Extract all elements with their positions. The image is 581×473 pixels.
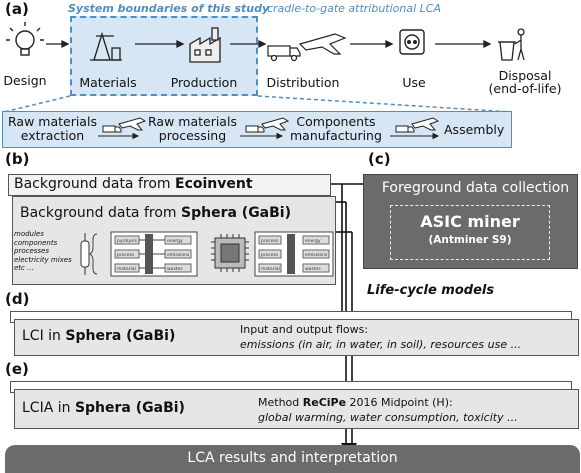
svg-text:process: process <box>261 238 279 244</box>
stage-use: Use <box>402 75 426 90</box>
svg-text:process: process <box>261 252 279 258</box>
ecoinvent-box <box>8 174 331 196</box>
asic-miner-model: (Antminer S9) <box>428 234 512 246</box>
oil-pump-icon <box>90 31 122 61</box>
panel-label-b: (b) <box>5 150 30 168</box>
system-boundary-box <box>70 16 258 96</box>
foreground-box <box>363 174 578 269</box>
svg-text:pyrolysis: pyrolysis <box>117 238 138 244</box>
svg-text:material: material <box>261 266 280 272</box>
lca-type-label: cradle-to-gate attributional LCA <box>267 2 441 15</box>
trash-bin-icon <box>498 28 525 61</box>
gabi-process-graphics: pyrolysis process material energy emissi… <box>80 231 334 277</box>
data-types-list: modules components processes electricity… <box>14 230 72 273</box>
svg-text:emissions: emissions <box>167 252 190 258</box>
stage-disposal-note: (end-of-life) <box>488 81 562 96</box>
lcia-impact-categories: global warming, water consumption, toxic… <box>258 411 518 424</box>
asic-miner-box <box>390 205 550 260</box>
lightbulb-icon <box>6 22 44 56</box>
panel-label-e: (e) <box>5 360 29 378</box>
lcia-label: LCIA in Sphera (GaBi) <box>22 400 185 416</box>
lcia-box <box>14 389 579 429</box>
step-transport-icons <box>98 117 440 140</box>
svg-text:energy: energy <box>305 238 321 244</box>
chip-icon <box>211 234 249 272</box>
stage-materials: Materials <box>79 75 137 90</box>
factory-icon <box>189 27 221 63</box>
svg-text:energy: energy <box>167 238 183 244</box>
process-flow-diagram-right: process process material energy emission… <box>254 231 334 277</box>
stage-distribution: Distribution <box>266 75 340 90</box>
process-flow-diagram-left: pyrolysis process material energy emissi… <box>110 231 198 277</box>
step-assembly: Assembly <box>444 122 505 137</box>
zoom-lines <box>3 95 513 113</box>
truck-plane-icon <box>395 117 440 133</box>
results-bar <box>5 445 580 473</box>
life-cycle-models-label: Life-cycle models <box>367 283 495 298</box>
results-label: LCA results and interpretation <box>187 450 398 466</box>
power-socket-icon <box>399 29 425 55</box>
resistor-icon <box>80 233 90 275</box>
lcia-method-label: Method ReCiPe 2016 Midpoint (H): <box>258 396 453 409</box>
lci-box <box>14 319 579 356</box>
truck-plane-icon <box>102 117 147 133</box>
svg-text:wastes: wastes <box>305 266 321 272</box>
truck-plane-icon <box>267 33 347 62</box>
svg-text:emissions: emissions <box>305 252 328 258</box>
svg-text:material: material <box>117 266 136 272</box>
stage-disposal: Disposal <box>498 68 552 83</box>
svg-text:process: process <box>117 252 135 258</box>
stage-arrows <box>46 39 492 49</box>
stage-icons <box>6 22 525 63</box>
stage-production: Production <box>170 75 238 90</box>
panel-label-a: (a) <box>5 0 29 18</box>
boundary-label: System boundaries of this study <box>68 2 270 15</box>
truck-plane-icon <box>245 117 290 133</box>
ecoinvent-label: Background data from Ecoinvent <box>14 176 253 192</box>
sphera-label: Background data from Sphera (GaBi) <box>20 205 291 221</box>
stage-design: Design <box>3 73 47 88</box>
asic-miner-label: ASIC miner <box>420 212 520 231</box>
lci-flows-label: Input and output flows: <box>240 323 369 336</box>
svg-text:wastes: wastes <box>167 266 183 272</box>
foreground-title: Foreground data collection <box>381 180 570 196</box>
lci-label: LCI in Sphera (GaBi) <box>22 328 176 344</box>
lci-flows-detail: emissions (in air, in water, in soil), r… <box>240 338 522 351</box>
panel-label-d: (d) <box>5 290 30 308</box>
panel-label-c: (c) <box>368 150 391 168</box>
